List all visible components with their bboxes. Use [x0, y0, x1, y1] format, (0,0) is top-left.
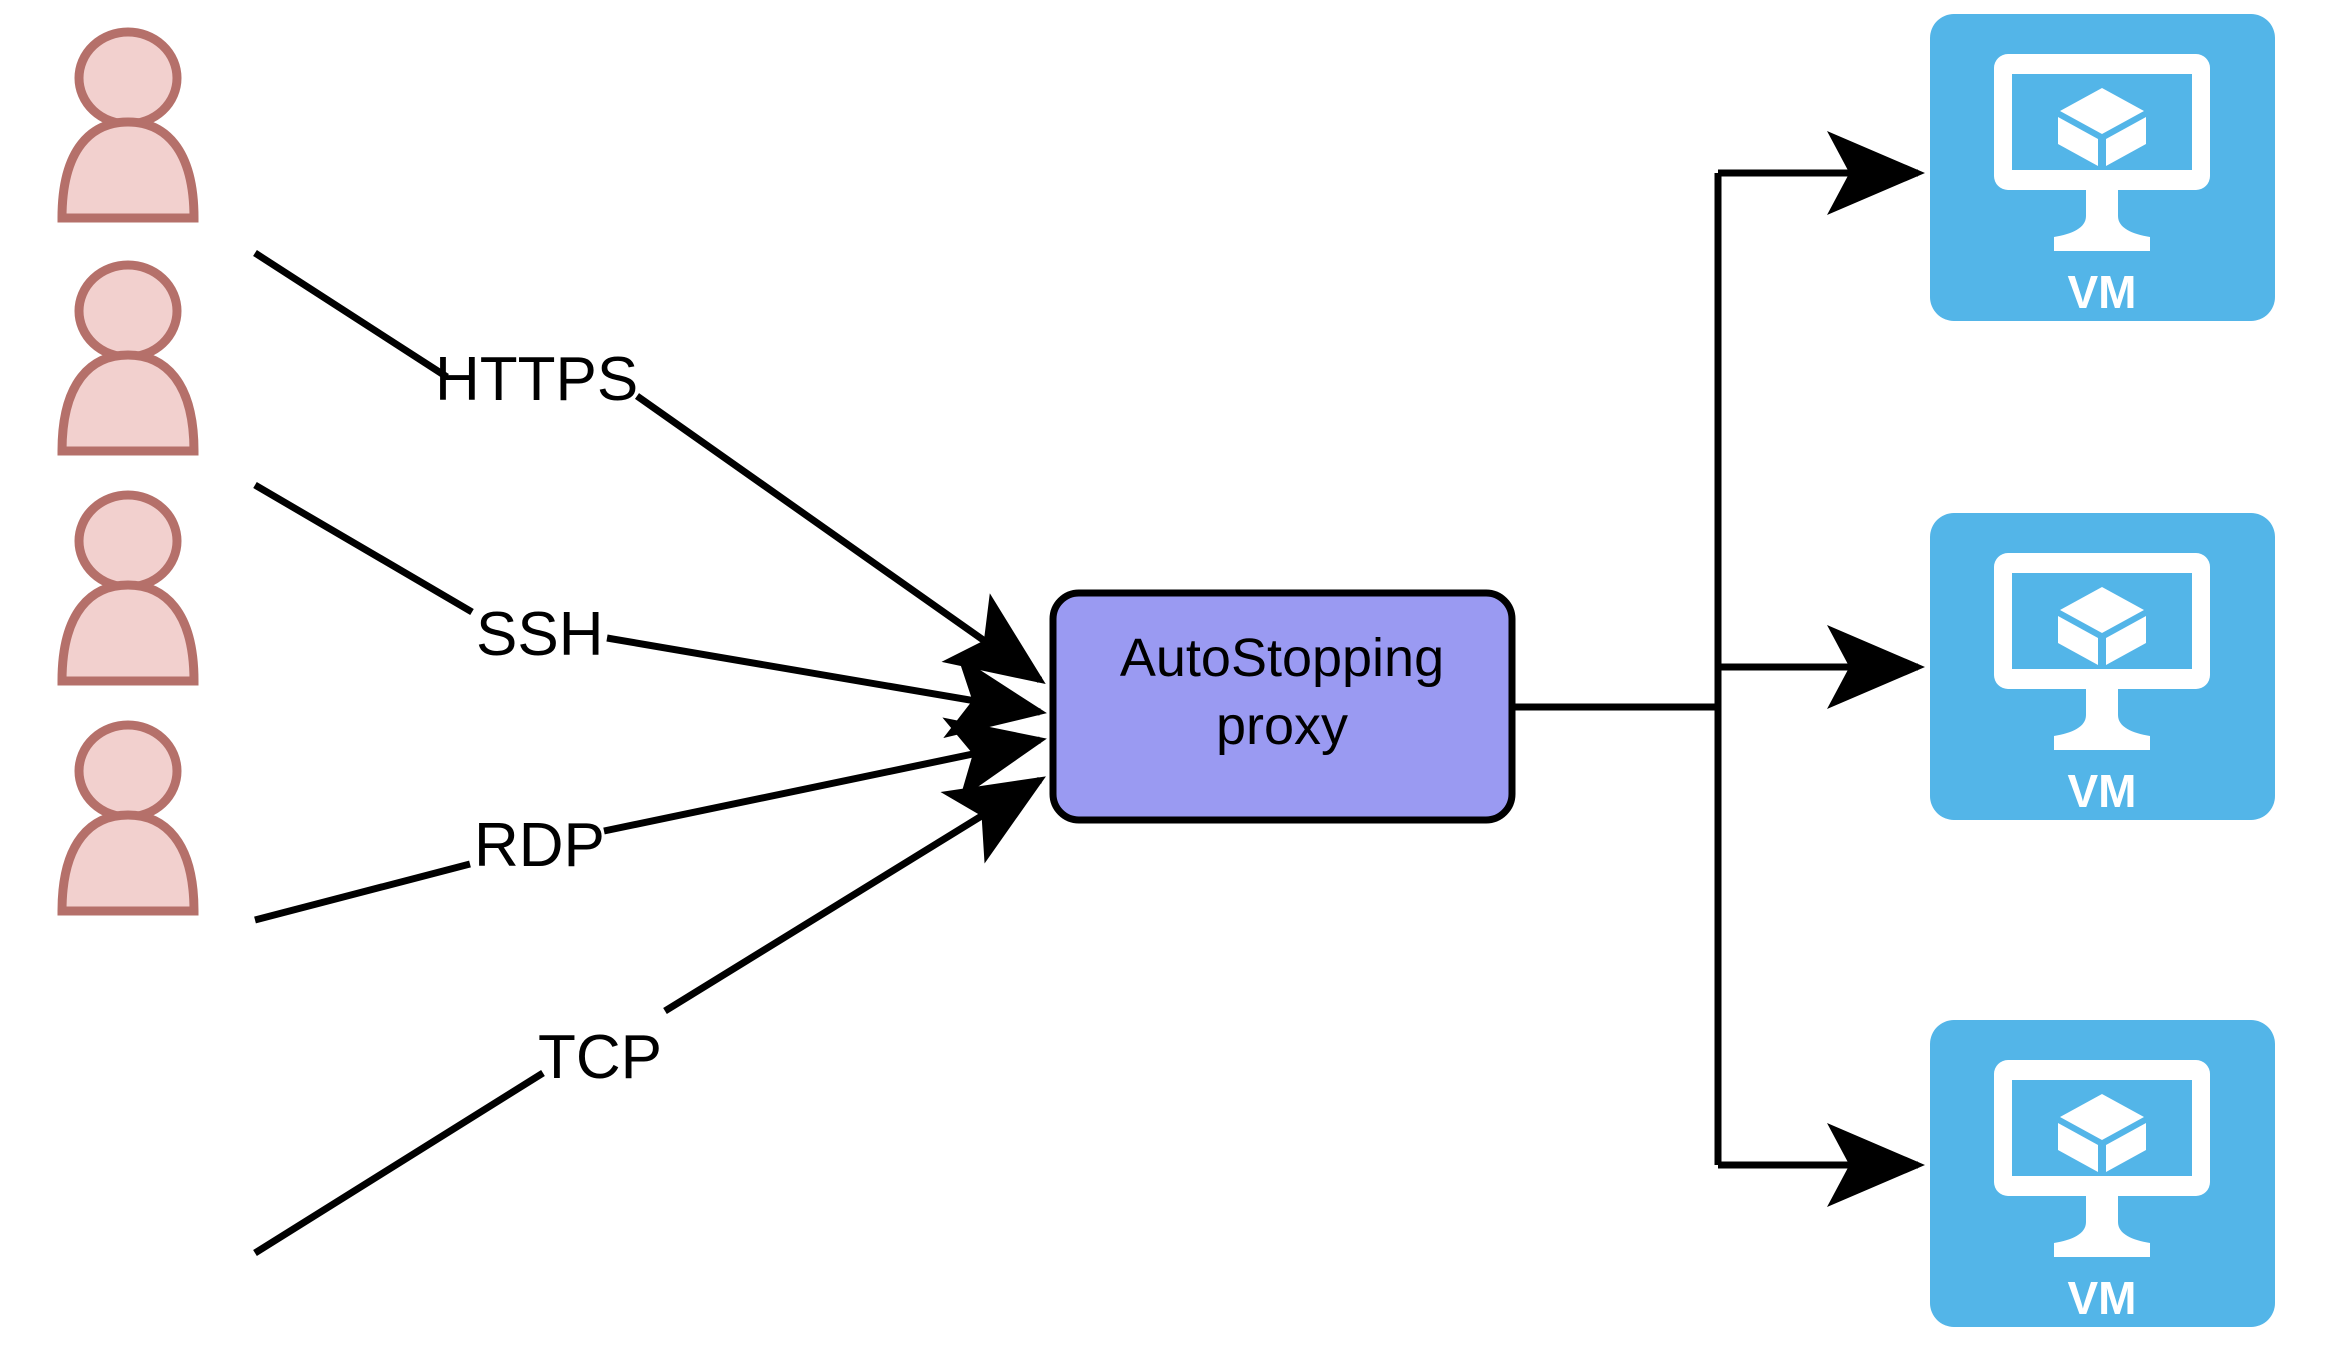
proxy-label-line1: AutoStopping [1120, 628, 1444, 688]
edge-https-segment-2 [634, 393, 1046, 685]
vm-node-1[interactable]: VM [1930, 14, 2275, 321]
edge-label-https: HTTPS [435, 345, 638, 414]
vm-label: VM [2068, 266, 2137, 318]
vm-box [1930, 14, 2275, 321]
edge-label-rdp: RDP [474, 811, 605, 880]
edge-tcp-segment-2 [663, 776, 1046, 1014]
edge-rdp-segment-2 [603, 717, 1047, 835]
edge-label-tcp: TCP [538, 1023, 662, 1092]
vm-label: VM [2068, 1272, 2137, 1324]
proxy-label-line2: proxy [1216, 696, 1348, 756]
vm-box [1930, 513, 2275, 820]
vm-box [1930, 1020, 2275, 1327]
edge-ssh-segment-1 [253, 481, 474, 616]
edge-tcp-segment-1 [253, 1070, 545, 1256]
vm-node-3[interactable]: VM [1930, 1020, 2275, 1327]
vm-label: VM [2068, 765, 2137, 817]
edge-rdp-segment-1 [254, 860, 471, 924]
edge-ssh-segment-2 [606, 634, 1047, 739]
autostopping-proxy-node[interactable]: AutoStopping proxy [1049, 589, 1516, 824]
edge-label-ssh: SSH [476, 600, 603, 669]
edge-https-segment-1 [253, 250, 449, 380]
vm-node-2[interactable]: VM [1930, 513, 2275, 820]
